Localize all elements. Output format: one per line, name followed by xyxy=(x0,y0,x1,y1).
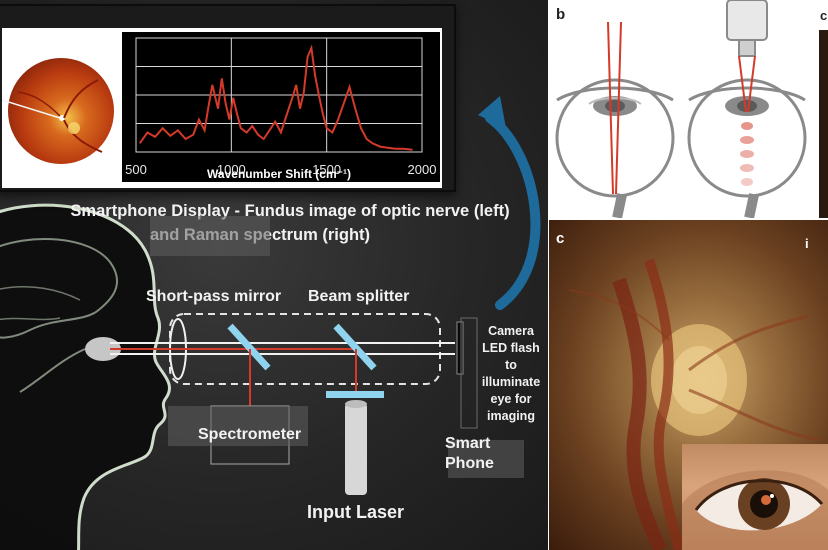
panel-letter-b: b xyxy=(556,6,566,23)
x-tick-label: 1000 xyxy=(217,162,246,177)
x-tick-label: 2000 xyxy=(408,162,437,177)
x-axis-label: Wavenumber Shift (cm⁻¹) xyxy=(207,167,351,181)
x-tick-label: 500 xyxy=(125,162,147,177)
label-beam-splitter: Beam splitter xyxy=(308,288,410,305)
eye-diagram-left xyxy=(555,21,675,218)
display-caption-line1: Smartphone Display - Fundus image of opt… xyxy=(70,202,510,220)
smartphone-display: 500 1000 1500 2000 Wavenumber Shift (cm⁻¹) xyxy=(0,4,456,192)
camera-note-line: illuminate xyxy=(481,375,541,389)
label-spectrometer: Spectrometer xyxy=(198,426,302,443)
display-content: 500 1000 1500 2000 Wavenumber Shift (cm⁻¹) xyxy=(2,28,442,188)
camera-note-line: to xyxy=(505,358,517,372)
head-silhouette-illustration xyxy=(0,96,541,550)
fundus-vessels-overlay xyxy=(2,79,103,153)
next-panel-edge-top xyxy=(819,0,828,30)
camera-note-line: imaging xyxy=(487,409,535,423)
panel-letter-c: c xyxy=(556,230,565,247)
label-smart-phone-line1: Smart xyxy=(445,435,491,452)
label-backdrop xyxy=(448,440,524,478)
fundus-photo-optic-nerve xyxy=(8,58,114,164)
eye-diagram-right xyxy=(687,0,807,218)
label-camera-led-flash: Camera LED flash to illuminate eye for i… xyxy=(478,323,544,425)
eye-cross-section-illustration xyxy=(555,0,807,218)
eye-closeup-inset xyxy=(682,444,828,550)
raman-spectrum-chart: 500 1000 1500 2000 Wavenumber Shift (cm⁻¹) xyxy=(125,37,437,181)
label-backdrop xyxy=(150,216,270,256)
label-smart-phone: Smart Phone xyxy=(445,434,494,474)
label-input-laser: Input Laser xyxy=(307,502,405,522)
fundus-retina-illustration xyxy=(568,258,820,550)
label-short-pass-mirror: Short-pass mirror xyxy=(146,288,282,305)
panel-b-eye-beam-diagram xyxy=(553,0,828,218)
panel-letter-next: c xyxy=(820,8,828,23)
series-line-raman-spectrum xyxy=(138,44,413,151)
raman-spectrum-plot: 500 1000 1500 2000 Wavenumber Shift (cm⁻¹) xyxy=(122,32,440,182)
camera-note-line: LED flash xyxy=(482,341,540,355)
next-panel-edge xyxy=(819,0,828,218)
camera-note-line: eye for xyxy=(490,392,532,406)
label-smart-phone-line2: Phone xyxy=(445,455,494,472)
eye-closeup-illustration xyxy=(682,470,828,550)
fundus-image-panel xyxy=(2,28,124,188)
panel-sub-letter-i: i xyxy=(805,236,809,251)
panel-a-smartphone-raman-setup: 500 1000 1500 2000 Wavenumber Shift (cm⁻¹) S… xyxy=(0,0,548,550)
camera-note-line: Camera xyxy=(488,324,534,338)
label-backdrop xyxy=(168,406,308,446)
x-tick-label: 1500 xyxy=(312,162,341,177)
